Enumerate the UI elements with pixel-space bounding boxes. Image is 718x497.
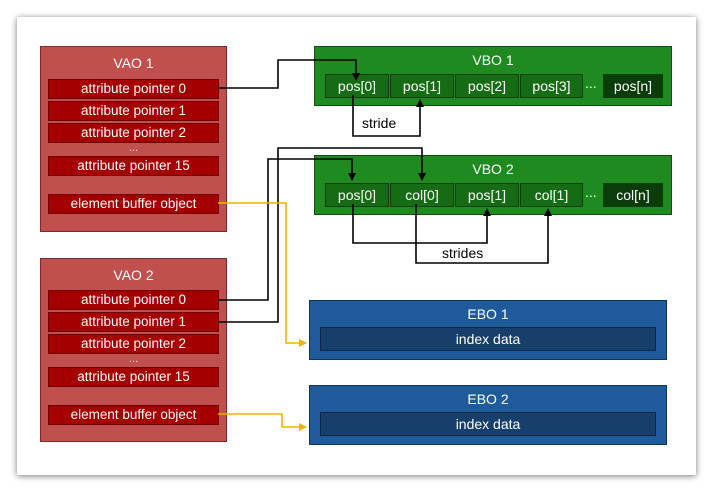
ebo-1: EBO 1 index data — [309, 300, 667, 360]
vbo-2-title: VBO 2 — [472, 161, 514, 177]
vbo-2-cell-col1: col[1] — [520, 183, 583, 207]
vao-1-element-buffer-object: element buffer object — [48, 194, 219, 214]
vao-2-attribute-pointer-2: attribute pointer 2 — [48, 334, 219, 354]
vao-2-attribute-pointer-15: attribute pointer 15 — [48, 367, 219, 387]
vao-2-element-buffer-object: element buffer object — [48, 405, 219, 425]
vbo-1-cell-pos2: pos[2] — [455, 74, 519, 98]
vao-2-title: VAO 2 — [113, 267, 154, 283]
ebo-2-index-data: index data — [320, 412, 656, 436]
vbo-1-ellipsis: ... — [585, 75, 597, 91]
vbo-1-cell-pos3: pos[3] — [520, 74, 583, 98]
vbo-2-cell-pos0: pos[0] — [325, 183, 389, 207]
vbo-1-stride-label: stride — [362, 115, 397, 131]
vbo-1-cell-pos1: pos[1] — [390, 74, 454, 98]
vao-2-ellipsis: ... — [128, 353, 139, 365]
ebo-1-index-data: index data — [320, 327, 656, 351]
vbo-2-strides-label: strides — [442, 245, 484, 261]
vbo-2-cell-col0: col[0] — [390, 183, 454, 207]
vao-1-attribute-pointer-15: attribute pointer 15 — [48, 156, 219, 176]
vbo-1: VBO 1 pos[0] pos[1] pos[2] pos[3] ... po… — [314, 46, 672, 106]
vbo-1-cell-posn: pos[n] — [603, 74, 663, 98]
ebo-2-title: EBO 2 — [467, 391, 509, 407]
vao-1-attribute-pointer-2: attribute pointer 2 — [48, 123, 219, 143]
vbo-2-ellipsis: ... — [585, 184, 597, 200]
vao-1-attribute-pointer-1: attribute pointer 1 — [48, 101, 219, 121]
vao-1-ellipsis: ... — [128, 142, 139, 154]
vao-1-attribute-pointer-0: attribute pointer 0 — [48, 79, 219, 99]
ebo-2: EBO 2 index data — [309, 385, 667, 445]
vbo-2-cell-pos1: pos[1] — [455, 183, 519, 207]
vao-2-attribute-pointer-1: attribute pointer 1 — [48, 312, 219, 332]
ebo-1-title: EBO 1 — [467, 306, 509, 322]
vbo-2: VBO 2 pos[0] col[0] pos[1] col[1] ... co… — [314, 155, 672, 215]
vao-1: VAO 1 attribute pointer 0 attribute poin… — [40, 46, 227, 232]
vao-1-title: VAO 1 — [113, 55, 154, 71]
vbo-2-cell-coln: col[n] — [603, 183, 663, 207]
vao-2: VAO 2 attribute pointer 0 attribute poin… — [40, 258, 227, 442]
vbo-1-title: VBO 1 — [472, 52, 514, 68]
vao-2-attribute-pointer-0: attribute pointer 0 — [48, 290, 219, 310]
vbo-1-cell-pos0: pos[0] — [325, 74, 389, 98]
